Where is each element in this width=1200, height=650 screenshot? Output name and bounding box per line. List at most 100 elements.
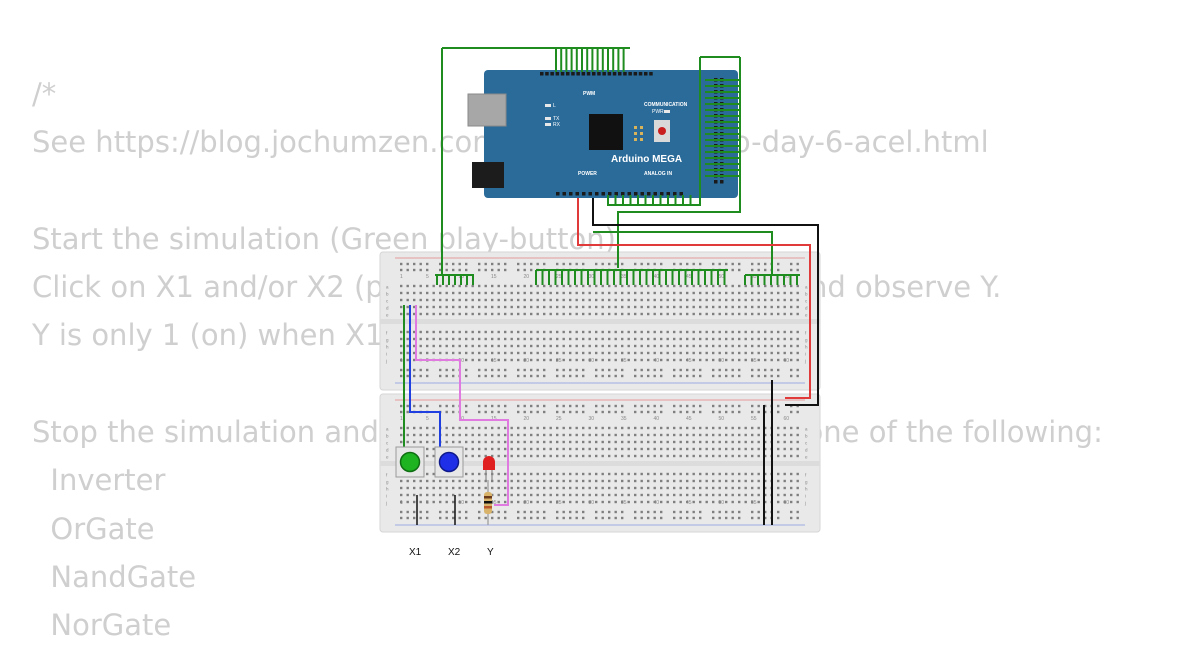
- breadboard-hole: [504, 493, 507, 497]
- breadboard-hole: [764, 262, 767, 266]
- header-pin: [602, 72, 606, 76]
- breadboard-hole: [660, 305, 663, 309]
- breadboard-hole: [530, 479, 533, 483]
- breadboard-hole: [562, 305, 565, 309]
- breadboard-hole: [751, 330, 754, 334]
- breadboard-hole: [504, 426, 507, 430]
- breadboard-hole: [452, 284, 455, 288]
- breadboard-hole: [588, 284, 591, 288]
- breadboard-hole: [627, 493, 630, 497]
- breadboard-hole: [757, 433, 760, 437]
- breadboard-hole: [556, 368, 559, 372]
- breadboard-hole: [751, 374, 754, 378]
- breadboard-hole: [601, 291, 604, 295]
- breadboard-hole: [601, 312, 604, 316]
- breadboard-hole: [517, 358, 520, 362]
- breadboard-hole: [445, 284, 448, 288]
- breadboard-hole: [484, 262, 487, 266]
- breadboard-hole: [582, 472, 585, 476]
- header-pin: [597, 72, 601, 76]
- breadboard-hole: [686, 516, 689, 520]
- breadboard-hole: [614, 351, 617, 355]
- breadboard-hole: [432, 479, 435, 483]
- breadboard-hole: [757, 486, 760, 490]
- breadboard-hole: [640, 404, 643, 408]
- breadboard-hole: [400, 368, 403, 372]
- breadboard-hole: [471, 433, 474, 437]
- breadboard-hole: [530, 440, 533, 444]
- breadboard-hole: [517, 330, 520, 334]
- breadboard-hole: [725, 298, 728, 302]
- breadboard-hole: [608, 454, 611, 458]
- breadboard-hole: [413, 262, 416, 266]
- breadboard-hole: [543, 510, 546, 514]
- row-letter: e: [805, 455, 808, 460]
- breadboard-hole: [790, 268, 793, 272]
- resistor-band: [484, 501, 492, 504]
- breadboard-hole: [465, 358, 468, 362]
- breadboard-hole: [686, 500, 689, 504]
- arduino-mega[interactable]: L TX RX PWR PWM COMMUNICATION Arduino ME…: [467, 70, 738, 198]
- breadboard-hole: [562, 479, 565, 483]
- breadboard-hole: [679, 500, 682, 504]
- header-pin: [660, 192, 664, 196]
- breadboard-hole: [621, 262, 624, 266]
- breadboard-hole: [595, 486, 598, 490]
- row-letter: d: [805, 448, 808, 453]
- breadboard-hole: [744, 358, 747, 362]
- breadboard-hole: [484, 426, 487, 430]
- breadboard-hole: [497, 298, 500, 302]
- breadboard-hole: [686, 351, 689, 355]
- breadboard-hole: [595, 516, 598, 520]
- label-power: POWER: [578, 171, 597, 177]
- label-pwr: PWR: [652, 109, 664, 115]
- breadboard-hole: [686, 368, 689, 372]
- breadboard-hole: [692, 516, 695, 520]
- breadboard-hole: [744, 284, 747, 288]
- row-letter: j: [804, 359, 806, 364]
- header-pin: [644, 72, 648, 76]
- breadboard-hole: [738, 510, 741, 514]
- breadboard-hole: [484, 368, 487, 372]
- breadboard-hole: [458, 500, 461, 504]
- breadboard-hole: [471, 358, 474, 362]
- breadboard-hole: [575, 500, 578, 504]
- breadboard-hole: [549, 426, 552, 430]
- breadboard-hole: [777, 486, 780, 490]
- breadboard-hole: [419, 374, 422, 378]
- breadboard-hole: [718, 447, 721, 451]
- breadboard-hole: [439, 312, 442, 316]
- breadboard-hole: [491, 312, 494, 316]
- row-letter: b: [805, 434, 808, 439]
- breadboard-hole: [556, 284, 559, 288]
- pushbutton-x1[interactable]: [395, 446, 425, 478]
- breadboard-hole: [692, 284, 695, 288]
- breadboard-hole: [757, 479, 760, 483]
- breadboard-hole: [595, 262, 598, 266]
- breadboard-hole: [751, 344, 754, 348]
- breadboard-hole: [497, 262, 500, 266]
- breadboard-hole: [530, 291, 533, 295]
- resistor: [484, 480, 492, 525]
- breadboard-hole: [406, 374, 409, 378]
- breadboard-hole: [471, 447, 474, 451]
- breadboard-hole: [497, 344, 500, 348]
- breadboard-hole: [419, 298, 422, 302]
- breadboard-hole: [790, 479, 793, 483]
- breadboard-hole: [627, 298, 630, 302]
- header-pin: [607, 72, 612, 76]
- breadboard-top[interactable]: [379, 251, 821, 391]
- breadboard-hole: [673, 344, 676, 348]
- breadboard-hole: [796, 268, 799, 272]
- column-number: 1: [400, 500, 403, 506]
- breadboard-hole: [478, 454, 481, 458]
- breadboard-hole: [458, 344, 461, 348]
- led-y[interactable]: [483, 456, 495, 480]
- breadboard-hole: [478, 516, 481, 520]
- breadboard-hole: [712, 404, 715, 408]
- breadboard-hole: [640, 305, 643, 309]
- breadboard-hole: [400, 516, 403, 520]
- led-l: [545, 104, 551, 107]
- pushbutton-x2[interactable]: [434, 446, 464, 478]
- breadboard-hole: [731, 404, 734, 408]
